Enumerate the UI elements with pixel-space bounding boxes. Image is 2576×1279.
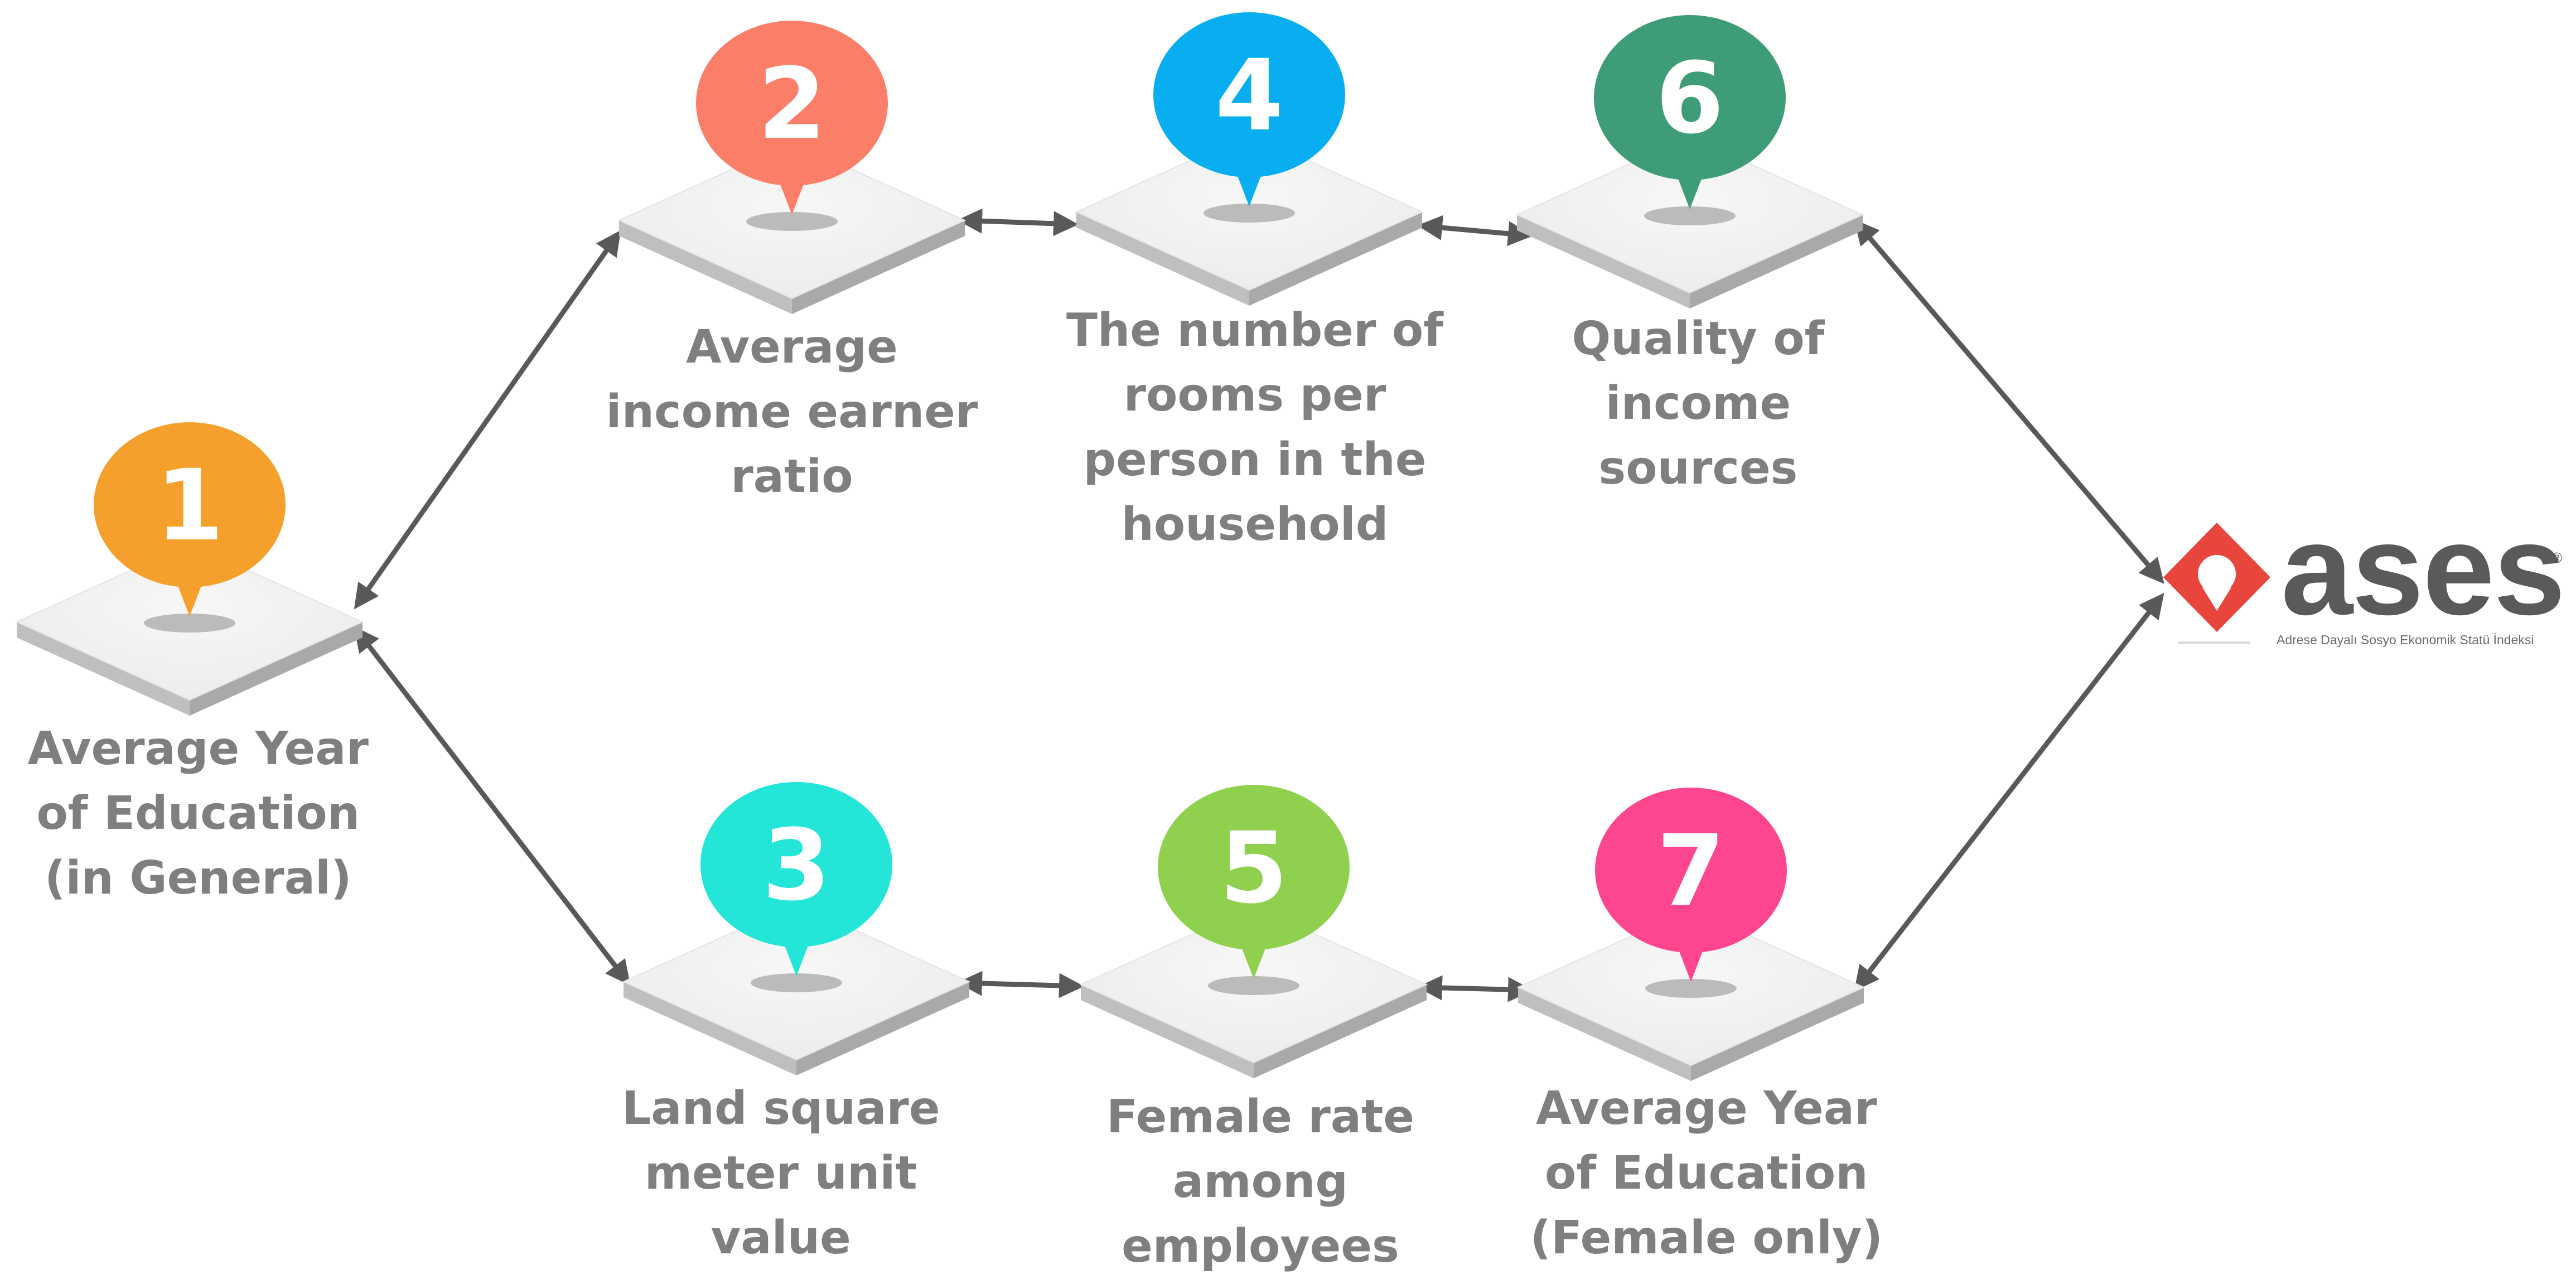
- label-line: of Education: [1544, 1147, 1868, 1200]
- label-line: value: [711, 1212, 851, 1264]
- step-7-node: 7: [1516, 788, 1865, 1081]
- pin-bubble: [1153, 12, 1345, 177]
- connector-arrow: [1417, 975, 1533, 1002]
- label-line: (in General): [44, 852, 352, 905]
- label-line: person in the: [1083, 433, 1427, 486]
- ases-logo-mark-icon: [2163, 523, 2270, 644]
- pin-bubble: [1158, 785, 1350, 950]
- nodes: 1 2 3 4 5 6 7: [15, 12, 1865, 1081]
- label-line: Average Year: [1536, 1082, 1877, 1135]
- label-line: Average: [686, 321, 898, 374]
- step-1-node: 1: [15, 422, 364, 716]
- step-6-label: Quality of income sources: [1572, 307, 1825, 501]
- pin-shadow: [144, 614, 235, 633]
- tile-side-dark: [1691, 987, 1864, 1081]
- label-line: Quality of: [1572, 312, 1825, 365]
- label-line: income: [1605, 377, 1791, 430]
- tile-side-dark: [1249, 212, 1422, 306]
- step-2-node: 2: [617, 21, 966, 314]
- label-line: ratio: [731, 450, 853, 503]
- label-line: employees: [1122, 1220, 1399, 1273]
- ases-registered-mark: ®: [2551, 549, 2563, 566]
- label-line: income earner: [606, 385, 978, 438]
- logo-dot-tail: [2202, 587, 2231, 611]
- connector-arrow: [957, 971, 1084, 998]
- tile-side-dark: [796, 982, 969, 1075]
- step-7-label: Average Year of Education (Female only): [1530, 1077, 1883, 1271]
- step-4-label: The number of rooms per person in the house…: [1066, 298, 1443, 557]
- step-3-label: Land square meter unit value: [622, 1077, 940, 1271]
- pin-bubble: [94, 422, 286, 587]
- step-2-label: Average income earner ratio: [606, 315, 978, 509]
- step-4-node: 4: [1075, 12, 1424, 306]
- tile-side-dark: [792, 220, 965, 314]
- connector-arrow: [1854, 219, 2164, 584]
- tile-side-dark: [190, 622, 363, 716]
- step-6-number: 6: [1656, 41, 1724, 156]
- tile-side-dark: [1254, 984, 1427, 1078]
- pin-bubble: [700, 782, 892, 947]
- pin-bubble: [696, 21, 888, 186]
- step-5-node: 5: [1079, 785, 1428, 1078]
- label-line: household: [1121, 498, 1389, 551]
- label-line: of Education: [36, 787, 360, 840]
- step-3-node: 3: [622, 782, 971, 1075]
- connectors: [354, 208, 2164, 1002]
- step-5-label: Female rate among employees: [1106, 1085, 1414, 1279]
- label-line: sources: [1598, 442, 1798, 495]
- pin-shadow: [1208, 976, 1299, 995]
- ases-logo-tagline: Adrese Dayalı Sosyo Ekonomik Statü İndek…: [2277, 633, 2534, 647]
- connector-arrow: [354, 626, 631, 986]
- step-6-node: 6: [1515, 15, 1864, 308]
- step-1-label: Average Year of Education (in General): [28, 717, 369, 911]
- pin-shadow: [1204, 204, 1295, 223]
- label-line: among: [1172, 1155, 1349, 1208]
- connector-arrow: [1854, 592, 2164, 992]
- connector-arrow: [1417, 215, 1533, 247]
- step-3-number: 3: [762, 808, 830, 923]
- ases-logo-word: ases: [2281, 498, 2565, 642]
- connector-arrow: [354, 230, 621, 610]
- label-line: Average Year: [27, 722, 369, 775]
- label-line: Female rate: [1106, 1090, 1414, 1143]
- tile-side-dark: [1690, 215, 1863, 308]
- step-1-number: 1: [156, 448, 224, 563]
- pin-shadow: [746, 212, 838, 231]
- logo-dot: [2198, 555, 2236, 593]
- step-5-number: 5: [1220, 811, 1288, 925]
- pin-shadow: [1644, 206, 1736, 225]
- step-7-number: 7: [1657, 814, 1725, 928]
- label-line: The number of: [1066, 304, 1443, 357]
- pin-shadow: [1645, 979, 1737, 998]
- connector-arrow: [957, 208, 1079, 237]
- pin-shadow: [751, 973, 842, 992]
- label-line: meter unit: [644, 1147, 917, 1200]
- step-2-number: 2: [758, 47, 826, 161]
- pin-bubble: [1594, 15, 1786, 180]
- step-4-number: 4: [1215, 38, 1283, 153]
- label-line: rooms per: [1123, 369, 1386, 422]
- label-line: Land square: [622, 1082, 940, 1135]
- pin-bubble: [1595, 788, 1787, 953]
- label-line: (Female only): [1530, 1212, 1883, 1264]
